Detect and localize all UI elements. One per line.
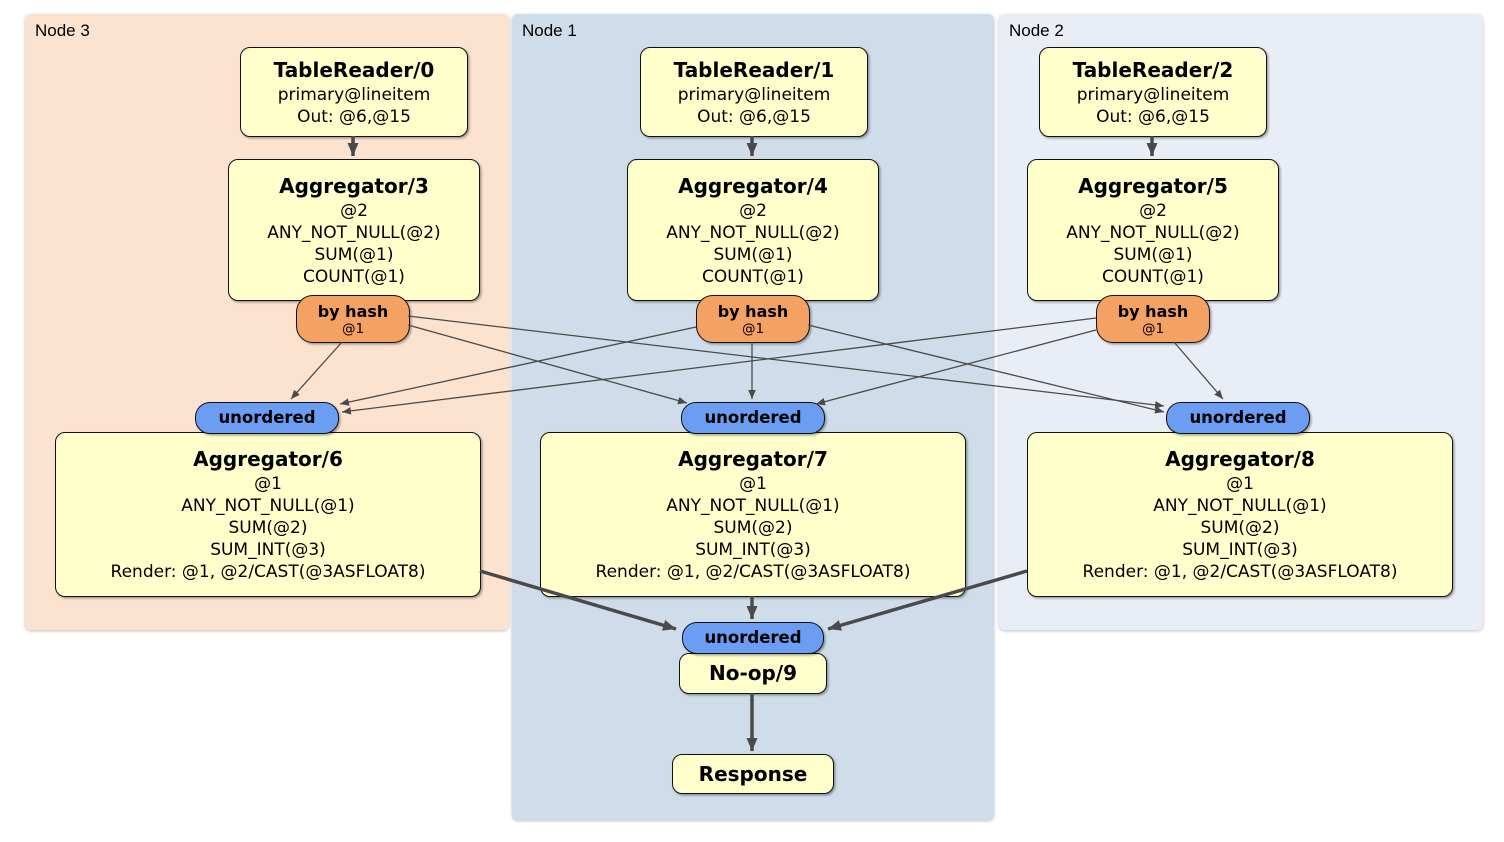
- processor-detail: ANY_NOT_NULL(@1): [666, 496, 840, 516]
- processor-tablereader-1: TableReader/1 primary@lineitem Out: @6,@…: [640, 47, 868, 137]
- sync-unordered-final: unordered: [682, 622, 824, 654]
- panel-label-node-3: Node 3: [35, 21, 90, 40]
- processor-detail: @2: [739, 200, 767, 221]
- processor-title: TableReader/1: [673, 57, 835, 82]
- processor-detail: SUM_INT(@3): [210, 540, 326, 560]
- sync-title: unordered: [1189, 408, 1287, 427]
- processor-detail: ANY_NOT_NULL(@2): [666, 222, 840, 243]
- processor-detail: SUM(@1): [713, 244, 793, 265]
- processor-tablereader-2: TableReader/2 primary@lineitem Out: @6,@…: [1039, 47, 1267, 137]
- processor-noop-9: No-op/9: [679, 653, 827, 694]
- panel-label-node-2: Node 2: [1009, 21, 1064, 40]
- processor-title: Aggregator/4: [678, 173, 828, 198]
- sync-title: unordered: [704, 408, 802, 427]
- processor-detail: SUM_INT(@3): [1182, 540, 1298, 560]
- processor-detail: primary@lineitem: [1076, 84, 1230, 105]
- processor-detail: primary@lineitem: [277, 84, 431, 105]
- sync-unordered-node1: unordered: [681, 402, 825, 434]
- processor-detail: @1: [1226, 474, 1254, 494]
- processor-detail: SUM(@2): [228, 518, 308, 538]
- processor-detail: @1: [254, 474, 282, 494]
- processor-aggregator-6: Aggregator/6 @1 ANY_NOT_NULL(@1) SUM(@2)…: [55, 432, 481, 597]
- processor-title: Response: [698, 761, 808, 786]
- router-by-hash-node2: by hash @1: [1096, 295, 1210, 343]
- processor-title: TableReader/0: [273, 57, 435, 82]
- processor-detail: COUNT(@1): [702, 266, 804, 287]
- processor-title: Aggregator/6: [193, 447, 343, 471]
- processor-detail: ANY_NOT_NULL(@2): [267, 222, 441, 243]
- processor-detail: primary@lineitem: [677, 84, 831, 105]
- router-by-hash-node1: by hash @1: [696, 295, 810, 343]
- processor-response: Response: [672, 754, 834, 794]
- processor-title: Aggregator/7: [678, 447, 828, 471]
- processor-detail: ANY_NOT_NULL(@1): [1153, 496, 1327, 516]
- processor-detail: SUM(@2): [1200, 518, 1280, 538]
- router-title: by hash: [317, 301, 389, 321]
- processor-detail: SUM(@1): [1113, 244, 1193, 265]
- processor-detail: COUNT(@1): [1102, 266, 1204, 287]
- processor-detail: SUM(@2): [713, 518, 793, 538]
- processor-detail: Render: @1, @2/CAST(@3ASFLOAT8): [595, 562, 911, 582]
- processor-title: Aggregator/5: [1078, 173, 1228, 198]
- router-title: by hash: [1117, 301, 1189, 321]
- panel-label-node-1: Node 1: [522, 21, 577, 40]
- processor-title: TableReader/2: [1072, 57, 1234, 82]
- processor-detail: ANY_NOT_NULL(@1): [181, 496, 355, 516]
- processor-title: Aggregator/3: [279, 173, 429, 198]
- processor-title: No-op/9: [708, 661, 798, 685]
- processor-aggregator-8: Aggregator/8 @1 ANY_NOT_NULL(@1) SUM(@2)…: [1027, 432, 1453, 597]
- processor-detail: Render: @1, @2/CAST(@3ASFLOAT8): [1082, 562, 1398, 582]
- processor-detail: COUNT(@1): [303, 266, 405, 287]
- sync-unordered-node3: unordered: [195, 402, 339, 434]
- processor-detail: Out: @6,@15: [297, 106, 411, 127]
- processor-aggregator-7: Aggregator/7 @1 ANY_NOT_NULL(@1) SUM(@2)…: [540, 432, 966, 597]
- processor-aggregator-3: Aggregator/3 @2 ANY_NOT_NULL(@2) SUM(@1)…: [228, 159, 480, 301]
- router-detail: @1: [1141, 320, 1165, 337]
- router-by-hash-node3: by hash @1: [296, 295, 410, 343]
- sync-title: unordered: [704, 628, 802, 647]
- processor-aggregator-5: Aggregator/5 @2 ANY_NOT_NULL(@2) SUM(@1)…: [1027, 159, 1279, 301]
- processor-detail: @1: [739, 474, 767, 494]
- processor-detail: ANY_NOT_NULL(@2): [1066, 222, 1240, 243]
- processor-tablereader-0: TableReader/0 primary@lineitem Out: @6,@…: [240, 47, 468, 137]
- processor-detail: SUM(@1): [314, 244, 394, 265]
- processor-aggregator-4: Aggregator/4 @2 ANY_NOT_NULL(@2) SUM(@1)…: [627, 159, 879, 301]
- processor-detail: @2: [1139, 200, 1167, 221]
- processor-detail: Render: @1, @2/CAST(@3ASFLOAT8): [110, 562, 426, 582]
- processor-detail: @2: [340, 200, 368, 221]
- processor-detail: SUM_INT(@3): [695, 540, 811, 560]
- processor-detail: Out: @6,@15: [1096, 106, 1210, 127]
- router-detail: @1: [741, 320, 765, 337]
- sync-title: unordered: [218, 408, 316, 427]
- processor-title: Aggregator/8: [1165, 447, 1315, 471]
- processor-detail: Out: @6,@15: [697, 106, 811, 127]
- router-detail: @1: [341, 320, 365, 337]
- router-title: by hash: [717, 301, 789, 321]
- sync-unordered-node2: unordered: [1166, 402, 1310, 434]
